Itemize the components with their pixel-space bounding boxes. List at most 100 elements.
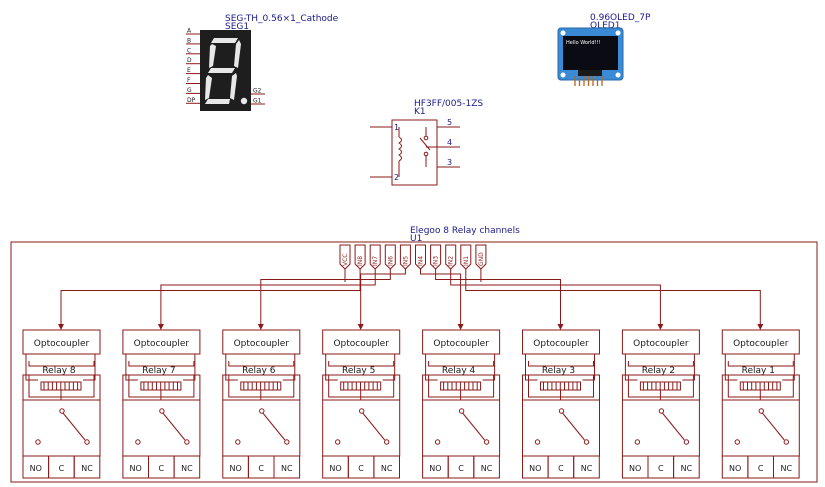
switch-contact-nc bbox=[683, 439, 690, 445]
relay-label: Relay 1 bbox=[742, 366, 775, 376]
terminal-label: C bbox=[258, 464, 264, 473]
wire-in2 bbox=[450, 269, 661, 328]
header-pin-in2[interactable] bbox=[445, 244, 457, 270]
module-outline bbox=[10, 241, 818, 483]
relay-coil-wires bbox=[325, 366, 396, 381]
terminal-label: C bbox=[358, 464, 364, 473]
switch-pivot bbox=[259, 408, 265, 414]
arrow-head bbox=[457, 324, 464, 330]
relay-coil-wires bbox=[624, 366, 695, 381]
terminal-nc[interactable] bbox=[773, 455, 800, 479]
arrow-head bbox=[557, 324, 564, 330]
terminal-nc[interactable] bbox=[373, 455, 400, 479]
header-pin-in7[interactable] bbox=[369, 244, 381, 270]
optocoupler-box bbox=[721, 329, 800, 355]
header-pin-vcc[interactable] bbox=[339, 244, 351, 270]
optocoupler-label: Optocoupler bbox=[633, 339, 689, 349]
k1-body bbox=[391, 119, 438, 186]
switch-contact-no bbox=[534, 439, 541, 445]
terminal-nc[interactable] bbox=[73, 455, 101, 479]
opto-link bbox=[624, 354, 695, 366]
opto-link bbox=[425, 354, 496, 366]
oled-pins bbox=[574, 76, 603, 86]
mount-hole-tr bbox=[615, 30, 621, 36]
seg-pin-label: A bbox=[187, 28, 192, 35]
terminal-label: NO bbox=[729, 464, 741, 473]
relay-coil bbox=[340, 381, 382, 400]
k1-pin4-label: 4 bbox=[447, 138, 452, 147]
relay-coil bbox=[40, 381, 82, 400]
switch-contact-nc bbox=[583, 439, 590, 445]
terminal-nc[interactable] bbox=[173, 455, 201, 479]
k1-pin2-label: 2 bbox=[394, 173, 399, 182]
terminal-label: NC bbox=[481, 464, 493, 473]
switch-contact-nc bbox=[384, 439, 390, 445]
header-pin-in1[interactable] bbox=[460, 244, 472, 270]
mount-hole-bl bbox=[560, 72, 566, 78]
terminal-nc[interactable] bbox=[473, 455, 500, 479]
header-pin-in6[interactable] bbox=[384, 244, 396, 270]
header-pin-label: IN2 bbox=[448, 256, 455, 266]
terminal-label: NO bbox=[629, 464, 641, 473]
switch-pivot bbox=[658, 408, 665, 414]
relay-label: Relay 7 bbox=[142, 366, 175, 376]
oled-ref-label: OLED1 bbox=[590, 21, 620, 31]
relay-label: Relay 5 bbox=[342, 366, 375, 376]
relay-label-frame bbox=[128, 361, 195, 367]
seg-pin-label: D bbox=[187, 57, 192, 64]
terminal-nc[interactable] bbox=[573, 455, 600, 479]
header-pin-in5[interactable] bbox=[399, 244, 411, 270]
seg-pin-label: B bbox=[187, 37, 191, 44]
k1-pin3-label: 3 bbox=[447, 158, 452, 167]
terminal-label: C bbox=[59, 464, 65, 473]
terminal-label: NC bbox=[181, 464, 193, 473]
terminal-label: NO bbox=[329, 464, 341, 473]
header-pin-in8[interactable] bbox=[354, 244, 366, 270]
terminal-nc[interactable] bbox=[673, 455, 700, 479]
header-pin-in3[interactable] bbox=[430, 244, 442, 270]
terminal-label: NO bbox=[130, 464, 142, 473]
header-pin-label: IN5 bbox=[402, 256, 409, 266]
k1-contact-nc bbox=[423, 151, 429, 157]
switch-arm bbox=[262, 412, 286, 441]
switch-contact-no bbox=[434, 439, 441, 445]
seg-pin-label: G2 bbox=[253, 88, 262, 95]
relay-label-frame bbox=[428, 361, 495, 367]
switch-pivot bbox=[59, 408, 65, 414]
opto-link bbox=[525, 354, 595, 366]
seg-pin-label: E bbox=[187, 67, 191, 74]
relay-k1[interactable]: HF3FF/005-1ZS K1 1 2 3 4 5 bbox=[370, 99, 483, 186]
relay-coil bbox=[140, 381, 182, 400]
optocoupler-box bbox=[22, 329, 101, 355]
relay-coil-wires bbox=[25, 366, 96, 381]
channel-wires bbox=[58, 269, 764, 330]
relay-label-frame bbox=[28, 361, 95, 367]
terminal-label: NC bbox=[781, 464, 793, 473]
oled-screen-text: Hello World!!! bbox=[566, 40, 601, 46]
relay-coil bbox=[540, 381, 581, 400]
header-pin-in4[interactable] bbox=[415, 244, 426, 270]
header-pin-gnd[interactable] bbox=[475, 244, 487, 270]
relay-coil-wires bbox=[425, 366, 496, 381]
mount-hole-br bbox=[615, 72, 621, 78]
optocoupler-box bbox=[222, 329, 301, 355]
terminal-label: C bbox=[758, 464, 764, 473]
oled-display[interactable]: 0.96OLED_7P OLED1 Hello World!!! bbox=[557, 13, 651, 86]
k1-coil bbox=[398, 127, 402, 177]
switch-contact-no bbox=[734, 439, 740, 445]
relay-label-frame bbox=[727, 361, 794, 367]
switch-arm bbox=[761, 412, 785, 441]
terminal-nc[interactable] bbox=[273, 455, 301, 479]
